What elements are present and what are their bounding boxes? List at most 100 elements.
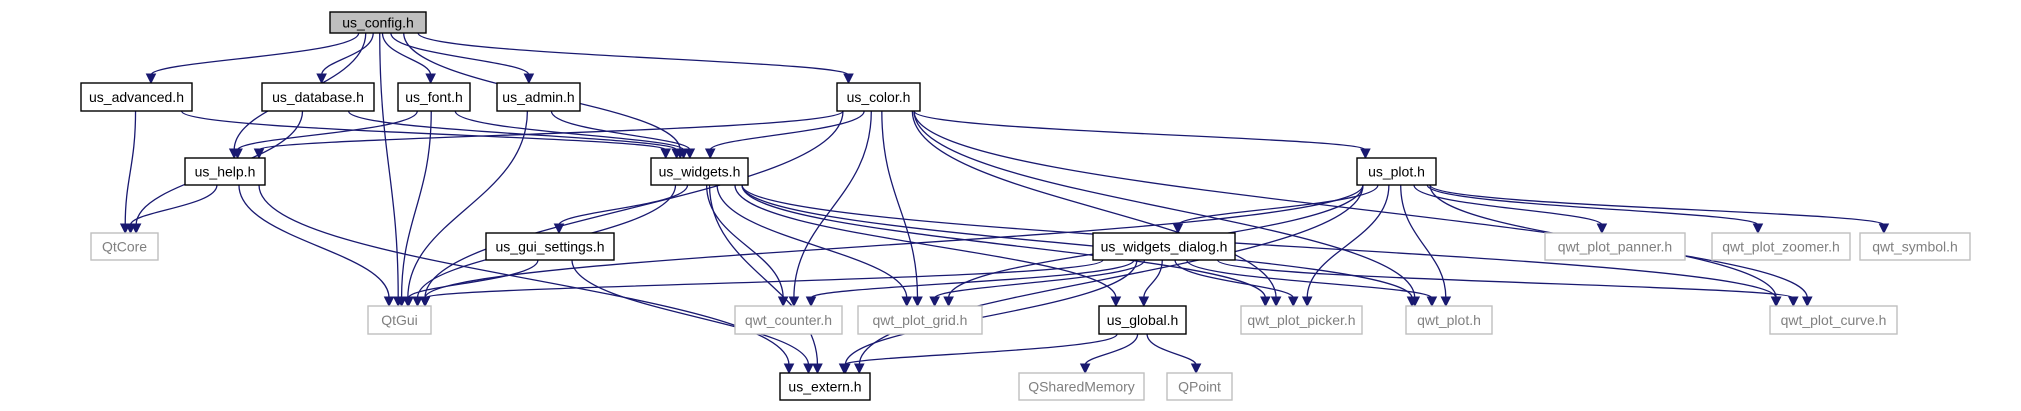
node-qwt-counter: qwt_counter.h	[734, 305, 843, 335]
edge-line	[180, 110, 667, 151]
edge-us_config-to-us_color	[417, 32, 854, 85]
edge-arrowhead	[788, 296, 800, 308]
edge-arrowhead	[853, 363, 865, 375]
edge-us_admin-to-us_widgets	[550, 110, 696, 160]
node-qwt-plot-zoomer: qwt_plot_zoomer.h	[1711, 232, 1851, 261]
node-box	[836, 82, 921, 112]
edge-line	[1426, 184, 1759, 226]
edge-line	[320, 32, 374, 76]
node-box	[1240, 305, 1363, 335]
edge-us_config-to-us_font	[381, 32, 436, 85]
edge-arrowhead	[232, 148, 243, 160]
node-box	[1769, 305, 1898, 335]
edge-us_widgets_dialog-to-qwt_plot_curve	[1216, 259, 1799, 308]
edge-line	[913, 110, 1777, 299]
edge-line	[129, 184, 218, 226]
edge-line	[347, 110, 678, 151]
edge-line	[1306, 184, 1390, 299]
edge-line	[1186, 259, 1433, 299]
edge-us_widgets_dialog-to-qwt_plot	[1186, 259, 1438, 308]
node-us-advanced[interactable]: us_advanced.h	[80, 82, 193, 112]
edge-arrowhead	[553, 223, 565, 235]
node-box	[1018, 372, 1145, 401]
edge-line	[810, 259, 1135, 299]
edge-us_color-to-qwt_plot_picker	[911, 110, 1282, 308]
edge-us_plot-to-qwt_plot	[1400, 184, 1452, 308]
node-us-plot[interactable]: us_plot.h	[1356, 157, 1437, 186]
edge-us_advanced-to-us_widgets	[180, 110, 672, 160]
edge-us_database-to-us_widgets	[347, 110, 682, 160]
node-label: qwt_plot_picker.h	[1247, 312, 1355, 328]
edge-us_config-to-QtGui	[379, 32, 404, 308]
edge-us_widgets_dialog-to-us_global	[1138, 259, 1163, 308]
node-qwt-symbol: qwt_symbol.h	[1859, 232, 1971, 261]
edge-arrowhead	[1190, 363, 1202, 375]
node-us-config[interactable]: us_config.h	[329, 11, 427, 34]
node-us-font[interactable]: us_font.h	[397, 82, 471, 112]
edge-line	[238, 184, 390, 299]
node-label: us_admin.h	[502, 89, 574, 105]
edge-line	[1084, 333, 1139, 366]
node-us-gui-settings[interactable]: us_gui_settings.h	[485, 232, 615, 261]
node-box	[1544, 232, 1686, 261]
edge-line	[454, 110, 685, 151]
edge-arrowhead	[843, 73, 854, 85]
edge-line	[1146, 333, 1197, 366]
node-qwt-plot-grid: qwt_plot_grid.h	[857, 305, 983, 335]
node-label: qwt_counter.h	[745, 312, 832, 328]
edge-us_color-to-qwt_plot_grid	[881, 110, 923, 308]
node-us-widgets[interactable]: us_widgets.h	[650, 157, 749, 186]
edge-line	[236, 110, 418, 151]
edge-us_help-to-QtGui	[238, 184, 395, 308]
edge-arrowhead	[901, 296, 913, 308]
edge-us_advanced-to-QtCore	[119, 110, 137, 235]
node-label: QtGui	[381, 312, 418, 328]
node-label: qwt_plot_grid.h	[873, 312, 968, 328]
node-us-global[interactable]: us_global.h	[1098, 305, 1187, 335]
edge-arrowhead	[523, 73, 535, 85]
edge-us_global-to-QSharedMemory	[1079, 333, 1139, 375]
edges-layer	[119, 32, 1890, 375]
edge-arrowhead	[396, 296, 407, 308]
edge-arrowhead	[1770, 296, 1782, 308]
node-us-color[interactable]: us_color.h	[836, 82, 921, 112]
edge-arrowhead	[783, 363, 795, 375]
edge-us_widgets-to-us_gui_settings	[553, 184, 689, 235]
edge-line	[843, 333, 1118, 366]
edge-arrowhead	[125, 223, 136, 235]
edge-us_font-to-us_help	[232, 110, 418, 160]
edge-line	[550, 110, 691, 151]
edge-arrowhead	[1287, 296, 1299, 308]
node-label: qwt_plot_curve.h	[1781, 312, 1887, 328]
node-label: us_color.h	[847, 89, 911, 105]
edge-us_widgets-to-qwt_plot_picker	[741, 184, 1271, 308]
edge-arrowhead	[812, 363, 823, 375]
node-us-database[interactable]: us_database.h	[261, 82, 375, 112]
node-label: us_help.h	[195, 164, 256, 180]
edge-us_plot-to-qwt_plot_panner	[1413, 184, 1608, 235]
node-box	[734, 305, 843, 335]
edge-us_plot-to-qwt_symbol	[1429, 184, 1890, 235]
edge-us_color-to-us_plot	[913, 110, 1371, 160]
edge-arrowhead	[419, 296, 431, 308]
edge-us_help-to-us_extern	[258, 184, 795, 375]
node-box	[1711, 232, 1851, 261]
node-label: us_advanced.h	[89, 89, 184, 105]
node-box	[329, 11, 427, 34]
node-label: QSharedMemory	[1028, 379, 1135, 395]
node-us-help[interactable]: us_help.h	[184, 157, 266, 186]
edge-us_widgets_dialog-to-qwt_counter	[805, 259, 1135, 308]
node-QPoint: QPoint	[1166, 372, 1233, 401]
edge-arrowhead	[1079, 363, 1091, 375]
edge-arrowhead	[145, 73, 157, 85]
node-us-widgets-dialog[interactable]: us_widgets_dialog.h	[1092, 232, 1236, 261]
edge-line	[716, 184, 908, 299]
edge-arrowhead	[777, 296, 789, 308]
edge-arrowhead	[803, 363, 814, 375]
node-label: qwt_plot_panner.h	[1558, 239, 1672, 255]
node-box	[261, 82, 375, 112]
edge-line	[1143, 259, 1163, 299]
node-us-admin[interactable]: us_admin.h	[496, 82, 581, 112]
node-label: us_font.h	[405, 89, 463, 105]
node-us-extern[interactable]: us_extern.h	[779, 372, 871, 401]
